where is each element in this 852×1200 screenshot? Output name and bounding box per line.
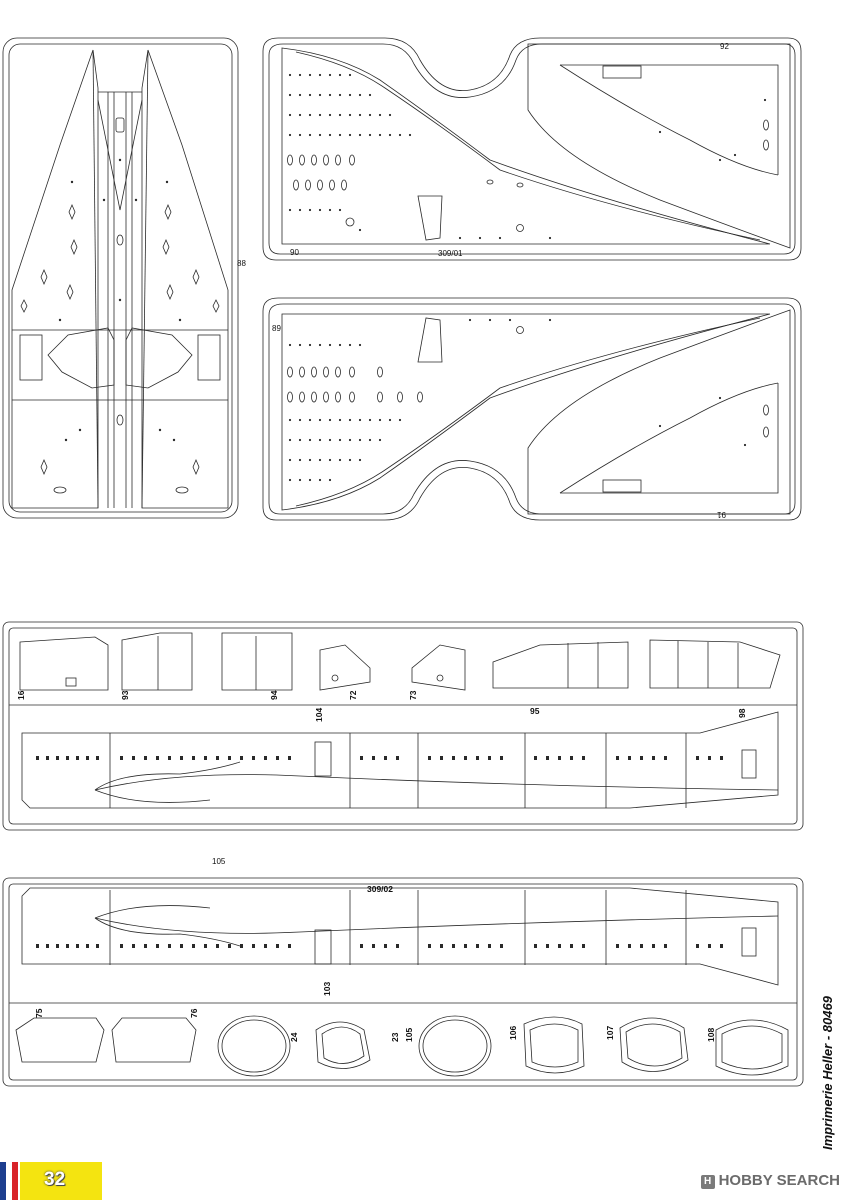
sprue-frame-88 [2,37,239,519]
part-92-rear-wing [527,43,791,249]
label-106: 106 [508,1026,518,1040]
part-90-wing-half [281,47,771,245]
part-91-rear-wing [527,309,791,515]
label-105: 105 [212,857,226,866]
page-number: 32 [44,1169,66,1190]
label-24: 24 [289,1032,299,1042]
label-90: 90 [290,248,299,257]
part-95-fuselage-half [21,711,779,809]
label-91: 91 [717,510,726,519]
flag-blue-stripe [0,1162,6,1200]
label-72: 72 [348,690,358,700]
small-parts-row-1 [19,632,781,691]
label-93: 93 [120,690,130,700]
watermark-text: HOBBY SEARCH [718,1172,840,1189]
sprue-code-bottom: 309/02 [367,884,393,894]
label-16: 16 [16,690,26,700]
part-105-fuselage-half [21,887,779,986]
fuselage-windows-2 [36,944,723,948]
sprue-frame-lower [262,297,802,521]
sprue-frame-upper [262,37,802,261]
flag-red-stripe [12,1162,18,1200]
flag-white-stripe [6,1162,12,1200]
label-104: 104 [314,708,324,722]
label-103: 103 [322,982,332,996]
holes-lower [288,318,747,482]
sprue-frame-fuselage-1 [2,621,804,831]
fuselage-windows-1 [36,756,723,760]
window-ovals-lower [287,326,769,438]
label-107: 107 [605,1026,615,1040]
label-76: 76 [189,1008,199,1018]
label-105-small: 105 [404,1028,414,1042]
label-75: 75 [34,1008,44,1018]
window-ovals-upper [287,119,769,232]
label-88: 88 [237,259,246,268]
label-23: 23 [390,1032,400,1042]
label-73: 73 [408,690,418,700]
label-89: 89 [272,324,281,333]
label-95: 95 [530,706,540,716]
sprue-frame-fuselage-2 [2,877,804,1087]
imprint-text: Imprimerie Heller - 80469 [820,996,835,1150]
label-108: 108 [706,1028,716,1042]
label-94: 94 [269,690,279,700]
label-98: 98 [737,708,747,718]
holes-309-01-upper [288,73,767,240]
label-92: 92 [720,42,729,51]
sprue-code-top: 309/01 [438,249,463,258]
wing-88-holes [58,158,182,442]
page-number-box: 32 [20,1162,102,1200]
part-88-wing-top [11,49,229,509]
bulkhead-parts-row [15,1015,789,1077]
hobby-search-logo-icon: H [700,1175,715,1189]
part-89-wing-half [281,313,771,511]
part-labels: 88 90 309/01 92 89 91 16 93 94 72 73 104… [16,42,747,1042]
